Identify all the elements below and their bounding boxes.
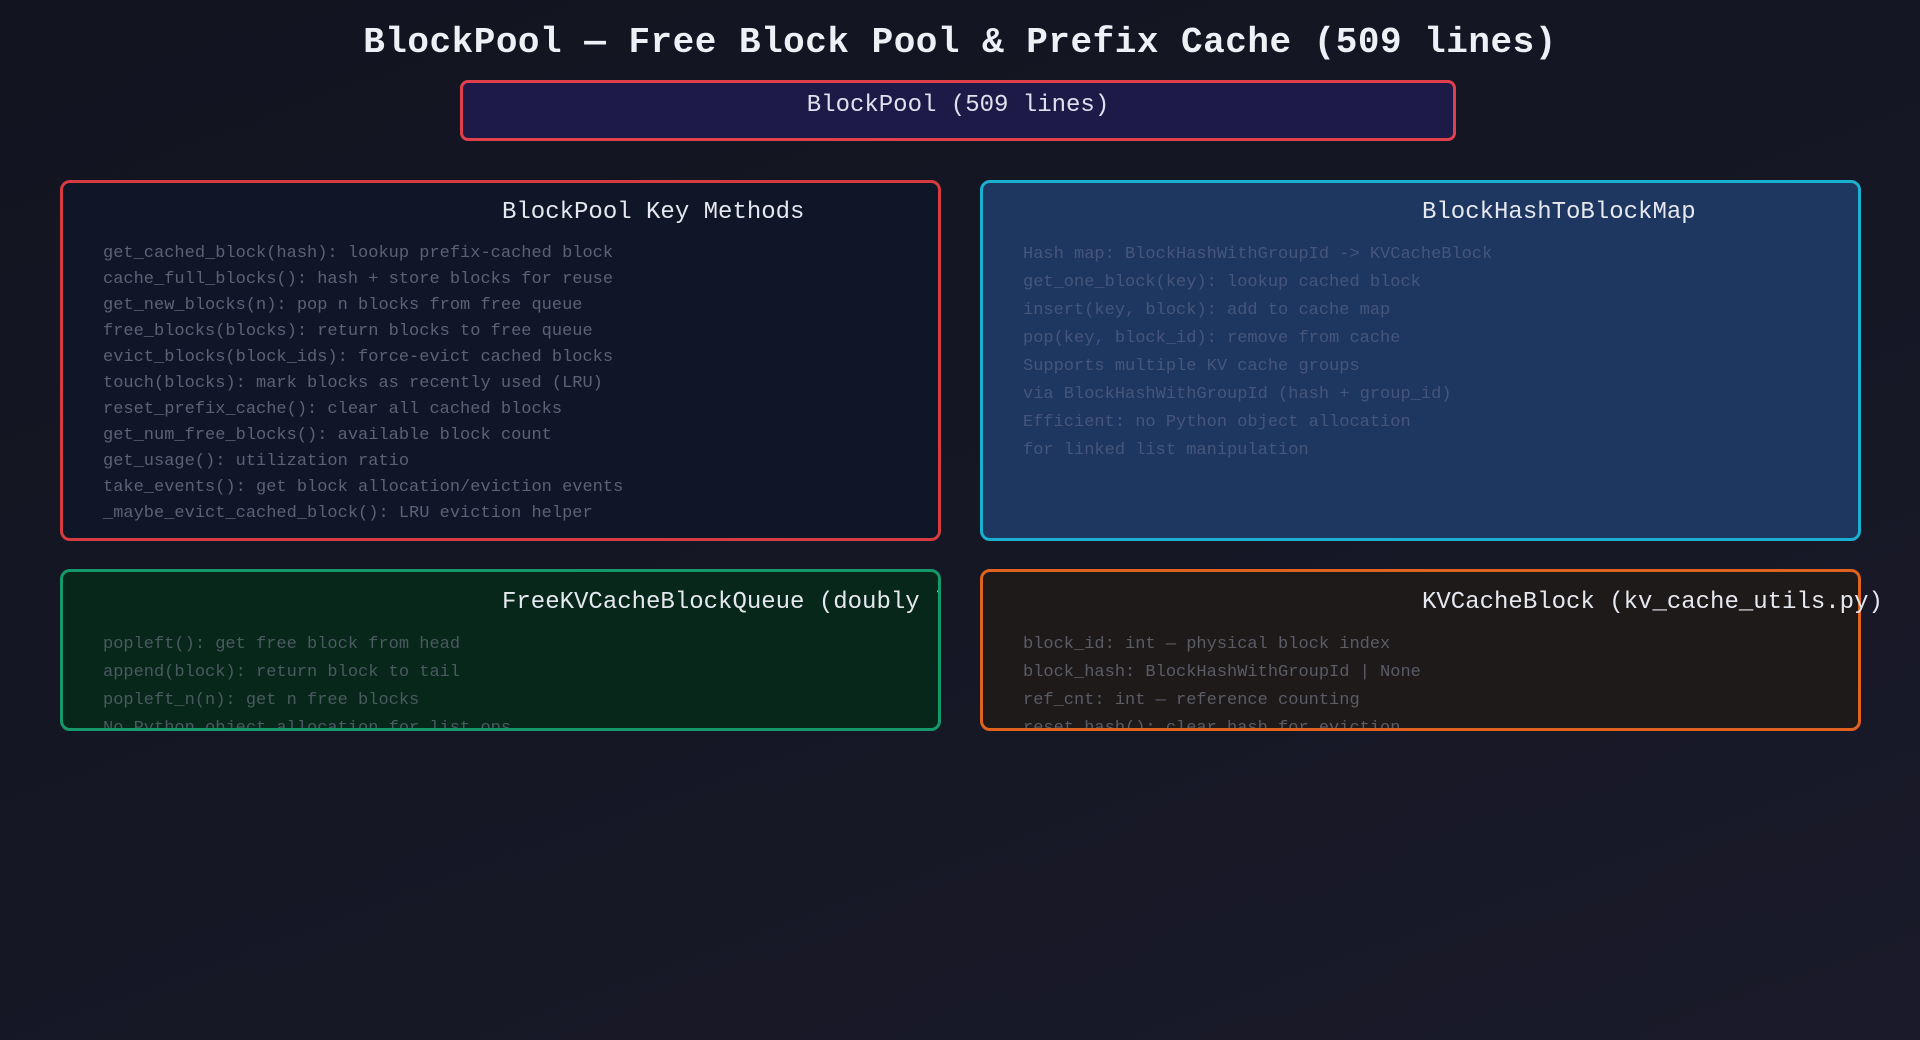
- method-line: get_new_blocks(n): pop n blocks from fre…: [103, 296, 583, 315]
- queue-line: popleft(): get free block from head: [103, 635, 461, 654]
- kvblock-line: ref_cnt: int — reference counting: [1023, 691, 1360, 710]
- hashmap-line: Efficient: no Python object allocation: [1023, 413, 1411, 432]
- blockpool-key-methods-title: BlockPool Key Methods: [502, 199, 805, 226]
- block-hash-map-list: Hash map: BlockHashWithGroupId -> KVCach…: [1023, 241, 1492, 465]
- hashmap-line: via BlockHashWithGroupId (hash + group_i…: [1023, 385, 1452, 404]
- hashmap-line: Supports multiple KV cache groups: [1023, 357, 1360, 376]
- blockpool-key-methods-list: get_cached_block(hash): lookup prefix-ca…: [103, 241, 623, 527]
- queue-line: append(block): return block to tail: [103, 663, 461, 682]
- hashmap-line: insert(key, block): add to cache map: [1023, 301, 1391, 320]
- hashmap-line: pop(key, block_id): remove from cache: [1023, 329, 1401, 348]
- kv-cache-block-list: block_id: int — physical block index blo…: [1023, 631, 1421, 728]
- free-block-queue-list: popleft(): get free block from head appe…: [103, 631, 512, 731]
- method-line: evict_blocks(block_ids): force-evict cac…: [103, 348, 614, 367]
- free-block-queue-title: FreeKVCacheBlockQueue (doubly lin: [502, 589, 941, 616]
- method-line: take_events(): get block allocation/evic…: [103, 478, 624, 497]
- method-line: touch(blocks): mark blocks as recently u…: [103, 374, 603, 393]
- method-line: get_cached_block(hash): lookup prefix-ca…: [103, 244, 614, 263]
- method-line: free_blocks(blocks): return blocks to fr…: [103, 322, 593, 341]
- method-line: cache_full_blocks(): hash + store blocks…: [103, 270, 614, 289]
- free-block-queue-card: FreeKVCacheBlockQueue (doubly lin poplef…: [60, 569, 941, 731]
- queue-line: No Python object allocation for list ops: [103, 719, 512, 731]
- method-line: get_usage(): utilization ratio: [103, 452, 410, 471]
- method-line: _maybe_evict_cached_block(): LRU evictio…: [103, 504, 593, 523]
- kvblock-line: block_id: int — physical block index: [1023, 635, 1391, 654]
- hashmap-line: get_one_block(key): lookup cached block: [1023, 273, 1421, 292]
- kv-cache-block-body: block_id: int — physical block index blo…: [983, 572, 1858, 728]
- kvblock-line: block_hash: BlockHashWithGroupId | None: [1023, 663, 1421, 682]
- method-line: get_num_free_blocks(): available block c…: [103, 426, 552, 445]
- hashmap-line: Hash map: BlockHashWithGroupId -> KVCach…: [1023, 245, 1493, 264]
- kv-cache-block-card: block_id: int — physical block index blo…: [980, 569, 1883, 731]
- queue-line: popleft_n(n): get n free blocks: [103, 691, 420, 710]
- page-title: BlockPool — Free Block Pool & Prefix Cac…: [363, 22, 1557, 63]
- blockpool-root-node: BlockPool (509 lines): [460, 80, 1456, 141]
- blockpool-root-label: BlockPool (509 lines): [806, 92, 1110, 119]
- kvblock-line: reset_hash(): clear hash for eviction: [1023, 715, 1421, 728]
- hashmap-line: for linked list manipulation: [1023, 441, 1309, 460]
- block-hash-map-title: BlockHashToBlockMap: [1422, 199, 1696, 226]
- kv-cache-block-title: KVCacheBlock (kv_cache_utils.py): [1422, 589, 1883, 616]
- blockpool-key-methods-card: BlockPool Key Methods get_cached_block(h…: [60, 180, 941, 541]
- block-hash-map-card: BlockHashToBlockMap Hash map: BlockHashW…: [980, 180, 1861, 541]
- method-line: reset_prefix_cache(): clear all cached b…: [103, 400, 563, 419]
